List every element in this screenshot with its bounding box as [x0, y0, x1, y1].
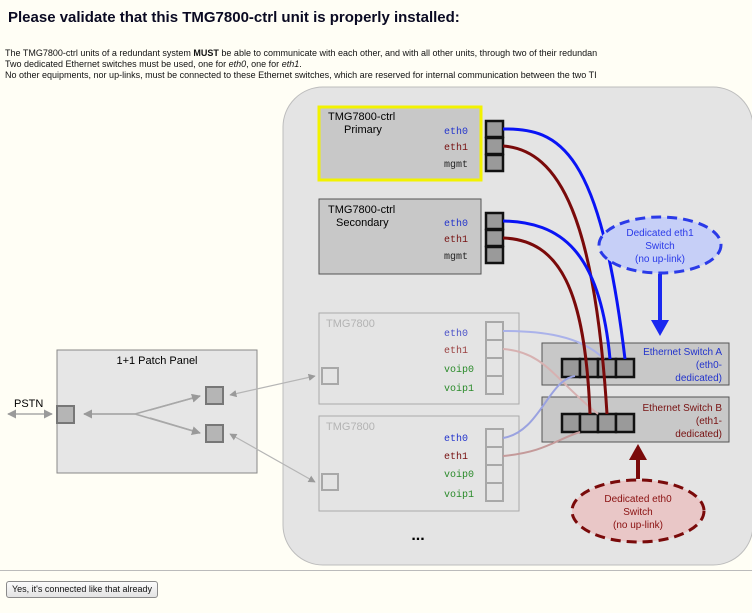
port-label-voip0: voip0 [444, 364, 474, 376]
port-voip0 [485, 357, 504, 377]
callout-red-line3: (no up-link) [613, 520, 663, 531]
port-eth1 [485, 339, 504, 359]
callout-blue-line1: Dedicated eth1 [626, 228, 694, 239]
ctrl-primary-role: Primary [344, 124, 382, 136]
port-eth1 [484, 228, 505, 248]
switch-b-line1: Ethernet Switch B [643, 403, 723, 414]
unit-2-name: TMG7800 [326, 421, 375, 433]
port-label-mgmt: mgmt [444, 252, 468, 263]
page-title: Please validate that this TMG7800-ctrl u… [8, 9, 460, 26]
port-label-eth0: eth0 [444, 328, 468, 340]
port-eth0 [485, 428, 504, 448]
link-primary-eth0 [502, 127, 627, 360]
unit-links [502, 330, 605, 457]
port-label-eth1: eth1 [444, 142, 468, 154]
port-out-1 [205, 386, 224, 405]
callout-dedicated-eth0: Dedicated eth0 Switch (no up-link) [570, 444, 706, 544]
port-mgmt [484, 245, 505, 265]
patch-panel-label: 1+1 Patch Panel [116, 355, 197, 367]
port-eth0 [484, 119, 505, 139]
port-voip0 [485, 464, 504, 484]
link-secondary-eth1 [502, 236, 592, 415]
port-pstn [56, 405, 75, 424]
arrow-up-icon [629, 444, 647, 460]
port-out-2 [205, 424, 224, 443]
confirm-connected-button[interactable]: Yes, it's connected like that already [6, 581, 158, 598]
port-mgmt [484, 153, 505, 173]
switch-a-line2: (eth0- [696, 360, 722, 371]
port-label-eth1: eth1 [444, 234, 468, 246]
trunk-link-1 [229, 373, 316, 398]
switch-a-line1: Ethernet Switch A [643, 347, 722, 358]
ctrl-secondary: TMG7800-ctrl Secondary eth0 eth1 mgmt [318, 198, 505, 275]
ctrl-secondary-name: TMG7800-ctrl [328, 204, 395, 216]
link-primary-eth1 [502, 144, 609, 415]
port-label-eth0: eth0 [444, 218, 468, 230]
port-label-eth0: eth0 [444, 126, 468, 138]
instruction-line-1: The TMG7800-ctrl units of a redundant sy… [5, 48, 598, 58]
port-label-mgmt: mgmt [444, 160, 468, 171]
port-label-voip1: voip1 [444, 489, 474, 501]
port-eth1 [485, 446, 504, 466]
port-eth0 [485, 321, 504, 341]
callout-red-line2: Switch [623, 507, 652, 518]
callout-red-line1: Dedicated eth0 [604, 494, 672, 505]
link-secondary-eth0 [502, 219, 612, 360]
switch-b-line3: dedicated) [675, 429, 722, 440]
port-voip1 [485, 482, 504, 502]
ctrl-primary-name: TMG7800-ctrl [328, 111, 395, 123]
unit-1: TMG7800 eth0 eth1 voip0 voip1 [318, 312, 520, 405]
ethernet-switch-a: Ethernet Switch A (eth0- dedicated) [541, 342, 730, 386]
port-label-eth1: eth1 [444, 451, 468, 463]
port-label-voip0: voip0 [444, 469, 474, 481]
switch-a-line3: dedicated) [675, 373, 722, 384]
more-units-ellipsis: ... [411, 527, 424, 544]
port-label-eth0: eth0 [444, 433, 468, 445]
unit-2: TMG7800 eth0 eth1 voip0 voip1 [318, 415, 520, 512]
callout-blue-line2: Switch [645, 241, 674, 252]
instruction-line-3: No other equipments, nor up-links, must … [5, 70, 597, 80]
callout-blue-line3: (no up-link) [635, 254, 685, 265]
arrow-down-icon [651, 320, 669, 336]
instruction-line-2: Two dedicated Ethernet switches must be … [5, 59, 302, 69]
port-trunk [321, 367, 339, 385]
port-label-eth1: eth1 [444, 345, 468, 357]
callout-dedicated-eth1: Dedicated eth1 Switch (no up-link) [597, 215, 723, 336]
instructions: The TMG7800-ctrl units of a redundant sy… [5, 48, 597, 81]
port-voip1 [485, 375, 504, 395]
pstn-label: PSTN [14, 398, 43, 410]
port-eth0 [484, 211, 505, 231]
ctrl-primary: TMG7800-ctrl Primary eth0 eth1 mgmt [317, 105, 505, 182]
network-diagram: TMG7800-ctrl Primary eth0 eth1 mgmt TMG7… [7, 86, 752, 566]
switch-b-line2: (eth1- [696, 416, 722, 427]
ctrl-secondary-role: Secondary [336, 217, 389, 229]
trunk-link-2 [229, 433, 316, 483]
ctrl-links [502, 127, 627, 415]
patch-panel: 1+1 Patch Panel [56, 349, 258, 474]
port-eth1 [484, 136, 505, 156]
divider [0, 570, 752, 571]
unit-1-name: TMG7800 [326, 318, 375, 330]
port-trunk [321, 473, 339, 491]
port-label-voip1: voip1 [444, 383, 474, 395]
